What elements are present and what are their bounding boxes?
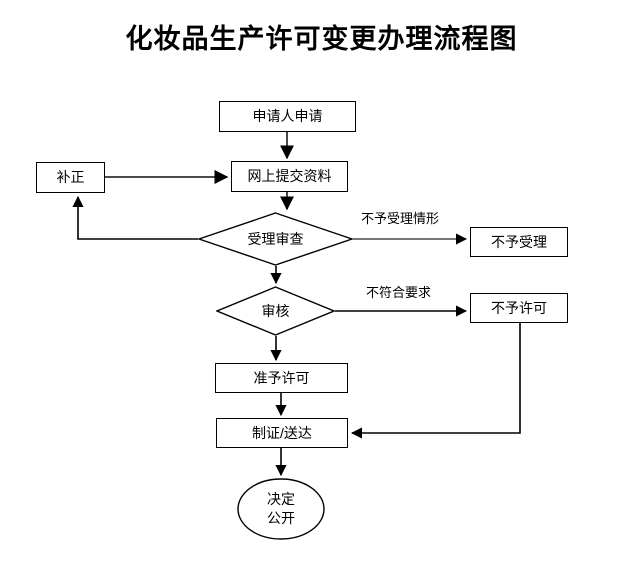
node-label: 审核	[261, 302, 290, 319]
node-label: 受理审查	[247, 230, 304, 247]
node-label-line-2: 公开	[267, 510, 295, 526]
edge-label-not-meeting-requirement: 不符合要求	[366, 285, 432, 300]
node-not-accepted[interactable]: 不予受理	[470, 227, 568, 257]
node-applicant-application[interactable]: 申请人申请	[219, 101, 356, 132]
node-acceptance-review[interactable]: 受理审查	[198, 212, 353, 266]
edge-label-not-accepted-case: 不予受理情形	[361, 211, 440, 226]
node-examination[interactable]: 审核	[216, 286, 335, 336]
page-title: 化妆品生产许可变更办理流程图	[125, 24, 518, 54]
node-submit-materials-online[interactable]: 网上提交资料	[231, 161, 348, 192]
node-certificate-and-delivery[interactable]: 制证/送达	[216, 418, 348, 448]
node-label-group: 决定 公开	[267, 490, 295, 528]
node-label: 网上提交资料	[247, 168, 332, 184]
node-correction[interactable]: 补正	[36, 162, 105, 193]
node-decision-public[interactable]: 决定 公开	[237, 478, 325, 540]
node-label: 申请人申请	[252, 108, 323, 124]
node-label: 不予受理	[491, 233, 547, 250]
node-license-granted[interactable]: 准予许可	[215, 363, 348, 393]
node-license-denied[interactable]: 不予许可	[470, 293, 568, 323]
diamond-shape	[216, 286, 335, 336]
node-label: 准予许可	[253, 369, 310, 386]
ellipse-shape	[237, 478, 325, 540]
diamond-shape	[198, 212, 353, 266]
node-label: 不予许可	[491, 299, 547, 316]
node-label-line-1: 决定	[267, 491, 295, 507]
node-label: 制证/送达	[252, 424, 312, 441]
node-label: 补正	[56, 169, 85, 185]
